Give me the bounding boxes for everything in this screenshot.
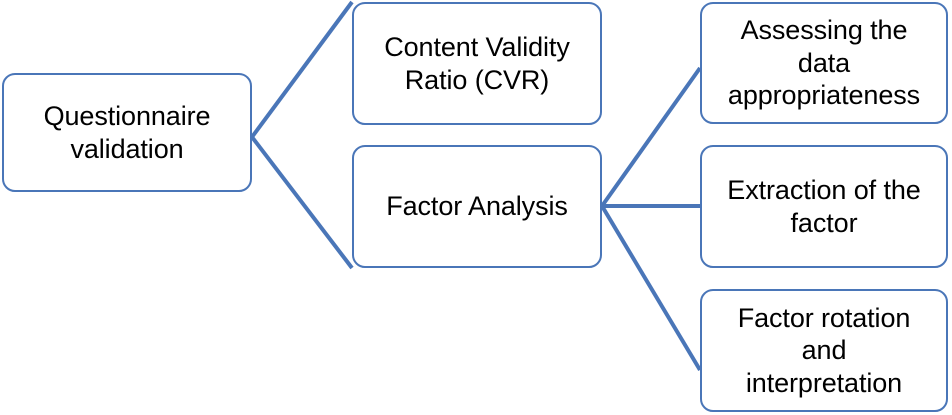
node-label-factor-rotation-and-interpretation: Factor rotation and interpretation	[737, 302, 911, 398]
connector-root-to-factor	[250, 135, 354, 270]
node-assessing-data-appropriateness[interactable]: Assessing the data appropriateness	[700, 2, 948, 124]
node-label-extraction-of-the-factor: Extraction of the factor	[727, 174, 921, 238]
node-factor-analysis[interactable]: Factor Analysis	[352, 145, 602, 268]
node-extraction-of-the-factor[interactable]: Extraction of the factor	[700, 145, 948, 268]
connector-factor-to-assessing	[600, 66, 702, 208]
connector-factor-to-rotation	[600, 204, 702, 372]
node-label-content-validity-ratio: Content Validity Ratio (CVR)	[384, 31, 570, 95]
node-content-validity-ratio[interactable]: Content Validity Ratio (CVR)	[352, 2, 602, 125]
node-questionnaire-validation[interactable]: Questionnaire validation	[2, 73, 252, 192]
connector-root-to-cvr	[250, 0, 354, 139]
node-label-questionnaire-validation: Questionnaire validation	[43, 100, 211, 164]
node-factor-rotation-and-interpretation[interactable]: Factor rotation and interpretation	[700, 289, 948, 412]
node-label-assessing-data-appropriateness: Assessing the data appropriateness	[727, 15, 921, 111]
node-label-factor-analysis: Factor Analysis	[386, 191, 568, 222]
